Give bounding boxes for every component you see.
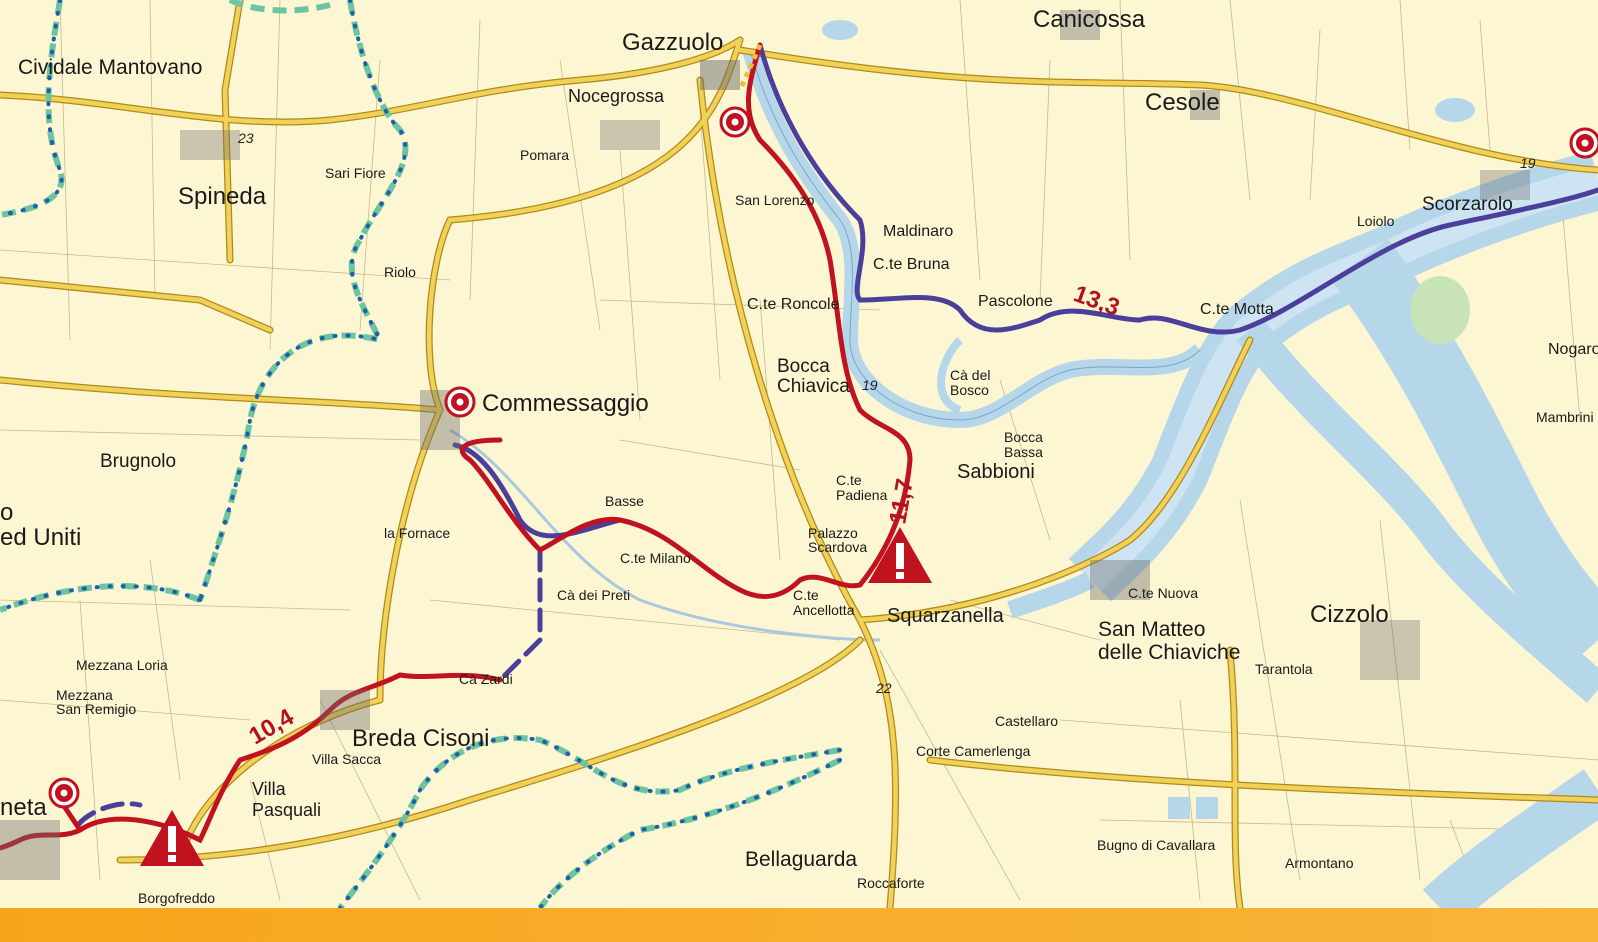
label-scorzarolo: Scorzarolo bbox=[1422, 194, 1513, 215]
label-san-lorenzo: San Lorenzo bbox=[735, 192, 815, 208]
label-ca-del-1: Cà del bbox=[950, 367, 990, 383]
label-palazzo-1: Palazzo bbox=[808, 525, 858, 541]
place-labels: Gazzuolo Canicossa Cividale Mantovano No… bbox=[0, 6, 1598, 906]
label-ca-del-2: Bosco bbox=[950, 382, 989, 398]
alternate-route[interactable] bbox=[75, 42, 1598, 828]
road-number-19: 19 bbox=[1520, 155, 1536, 171]
label-o-partial: o bbox=[0, 499, 13, 526]
route-connector bbox=[737, 43, 763, 92]
label-la-fornace: la Fornace bbox=[384, 525, 450, 541]
road-number-19-bocca: 19 bbox=[862, 377, 878, 393]
label-armontano: Armontano bbox=[1285, 855, 1354, 871]
label-cte-motta: C.te Motta bbox=[1200, 301, 1274, 318]
label-bocca-1: Bocca bbox=[777, 356, 830, 377]
label-san-matteo-1: San Matteo bbox=[1098, 618, 1205, 641]
town-marker-gazzuolo[interactable] bbox=[719, 106, 751, 138]
label-ancellotta-1: C.te bbox=[793, 587, 819, 603]
label-bocca-bassa-1: Bocca bbox=[1004, 429, 1043, 445]
label-mezzana-sr-1: Mezzana bbox=[56, 687, 113, 703]
label-brugnolo: Brugnolo bbox=[100, 451, 176, 472]
label-riolo: Riolo bbox=[384, 264, 416, 280]
road-number-23: 23 bbox=[237, 130, 254, 146]
label-ancellotta-2: Ancellotta bbox=[793, 602, 855, 618]
town-marker-commessaggio[interactable] bbox=[444, 386, 476, 418]
label-squarzanella: Squarzanella bbox=[887, 605, 1005, 627]
label-basse: Basse bbox=[605, 493, 644, 509]
road-numbers: 23 19 19 22 bbox=[237, 130, 1536, 696]
label-padiena-2: Padiena bbox=[836, 487, 888, 503]
label-nogarole: Nogarol bbox=[1548, 341, 1598, 358]
label-ca-dei-preti: Cà dei Preti bbox=[557, 587, 630, 603]
label-gazzuolo: Gazzuolo bbox=[622, 29, 723, 56]
label-mezzana-sr-2: San Remigio bbox=[56, 701, 136, 717]
label-bocca-2: Chiavica bbox=[777, 376, 850, 397]
label-cte-roncole: C.te Roncole bbox=[747, 296, 840, 313]
label-cesole: Cesole bbox=[1145, 89, 1220, 116]
label-padiena-1: C.te bbox=[836, 472, 862, 488]
label-borgofreddo: Borgofreddo bbox=[138, 890, 215, 906]
label-canicossa: Canicossa bbox=[1033, 6, 1146, 33]
label-sabbioni: Sabbioni bbox=[957, 461, 1035, 483]
label-roccaforte: Roccaforte bbox=[857, 875, 925, 891]
label-pascolone: Pascolone bbox=[978, 293, 1053, 310]
label-villa-sacca: Villa Sacca bbox=[312, 751, 381, 767]
label-tarantola: Tarantola bbox=[1255, 661, 1313, 677]
label-nocegrossa: Nocegrossa bbox=[568, 86, 665, 106]
greenway-paths bbox=[0, 0, 842, 910]
label-bellaguarda: Bellaguarda bbox=[745, 848, 857, 871]
label-breda-cisoni: Breda Cisoni bbox=[352, 725, 489, 752]
label-cte-bruna: C.te Bruna bbox=[873, 256, 950, 273]
label-cte-nuova: C.te Nuova bbox=[1128, 585, 1198, 601]
label-mezzana-loria: Mezzana Loria bbox=[76, 657, 168, 673]
label-loiolo: Loiolo bbox=[1357, 213, 1395, 229]
label-cividale: Cividale Mantovano bbox=[18, 56, 202, 79]
label-bocca-bassa-2: Bassa bbox=[1004, 444, 1043, 460]
label-cte-milano: C.te Milano bbox=[620, 550, 691, 566]
label-commessaggio: Commessaggio bbox=[482, 390, 649, 417]
road-number-22: 22 bbox=[875, 680, 892, 696]
label-bugno: Bugno di Cavallara bbox=[1097, 837, 1216, 853]
label-mambrini: Mambrini bbox=[1536, 409, 1594, 425]
label-pomara: Pomara bbox=[520, 147, 569, 163]
label-ca-zardi: Cà Zardi bbox=[459, 671, 513, 687]
label-san-matteo-2: delle Chiaviche bbox=[1098, 641, 1240, 664]
road-network bbox=[0, 0, 1598, 912]
label-neta-partial: neta bbox=[0, 794, 47, 821]
town-marker-east[interactable] bbox=[1569, 127, 1598, 159]
settlement-blocks bbox=[0, 10, 1530, 880]
label-palazzo-2: Scardova bbox=[808, 539, 867, 555]
label-villa-pasquali-1: Villa bbox=[252, 779, 287, 799]
footer-band bbox=[0, 908, 1598, 942]
town-marker-west[interactable] bbox=[48, 777, 80, 809]
label-ed-uniti: ed Uniti bbox=[0, 524, 81, 551]
label-cizzolo: Cizzolo bbox=[1310, 601, 1389, 628]
label-villa-pasquali-2: Pasquali bbox=[252, 800, 321, 820]
label-maldinaro: Maldinaro bbox=[883, 223, 953, 240]
label-sari-fiore: Sari Fiore bbox=[325, 165, 386, 181]
label-spineda: Spineda bbox=[178, 183, 267, 210]
label-corte-camerlenga: Corte Camerlenga bbox=[916, 743, 1031, 759]
label-castellaro: Castellaro bbox=[995, 713, 1058, 729]
